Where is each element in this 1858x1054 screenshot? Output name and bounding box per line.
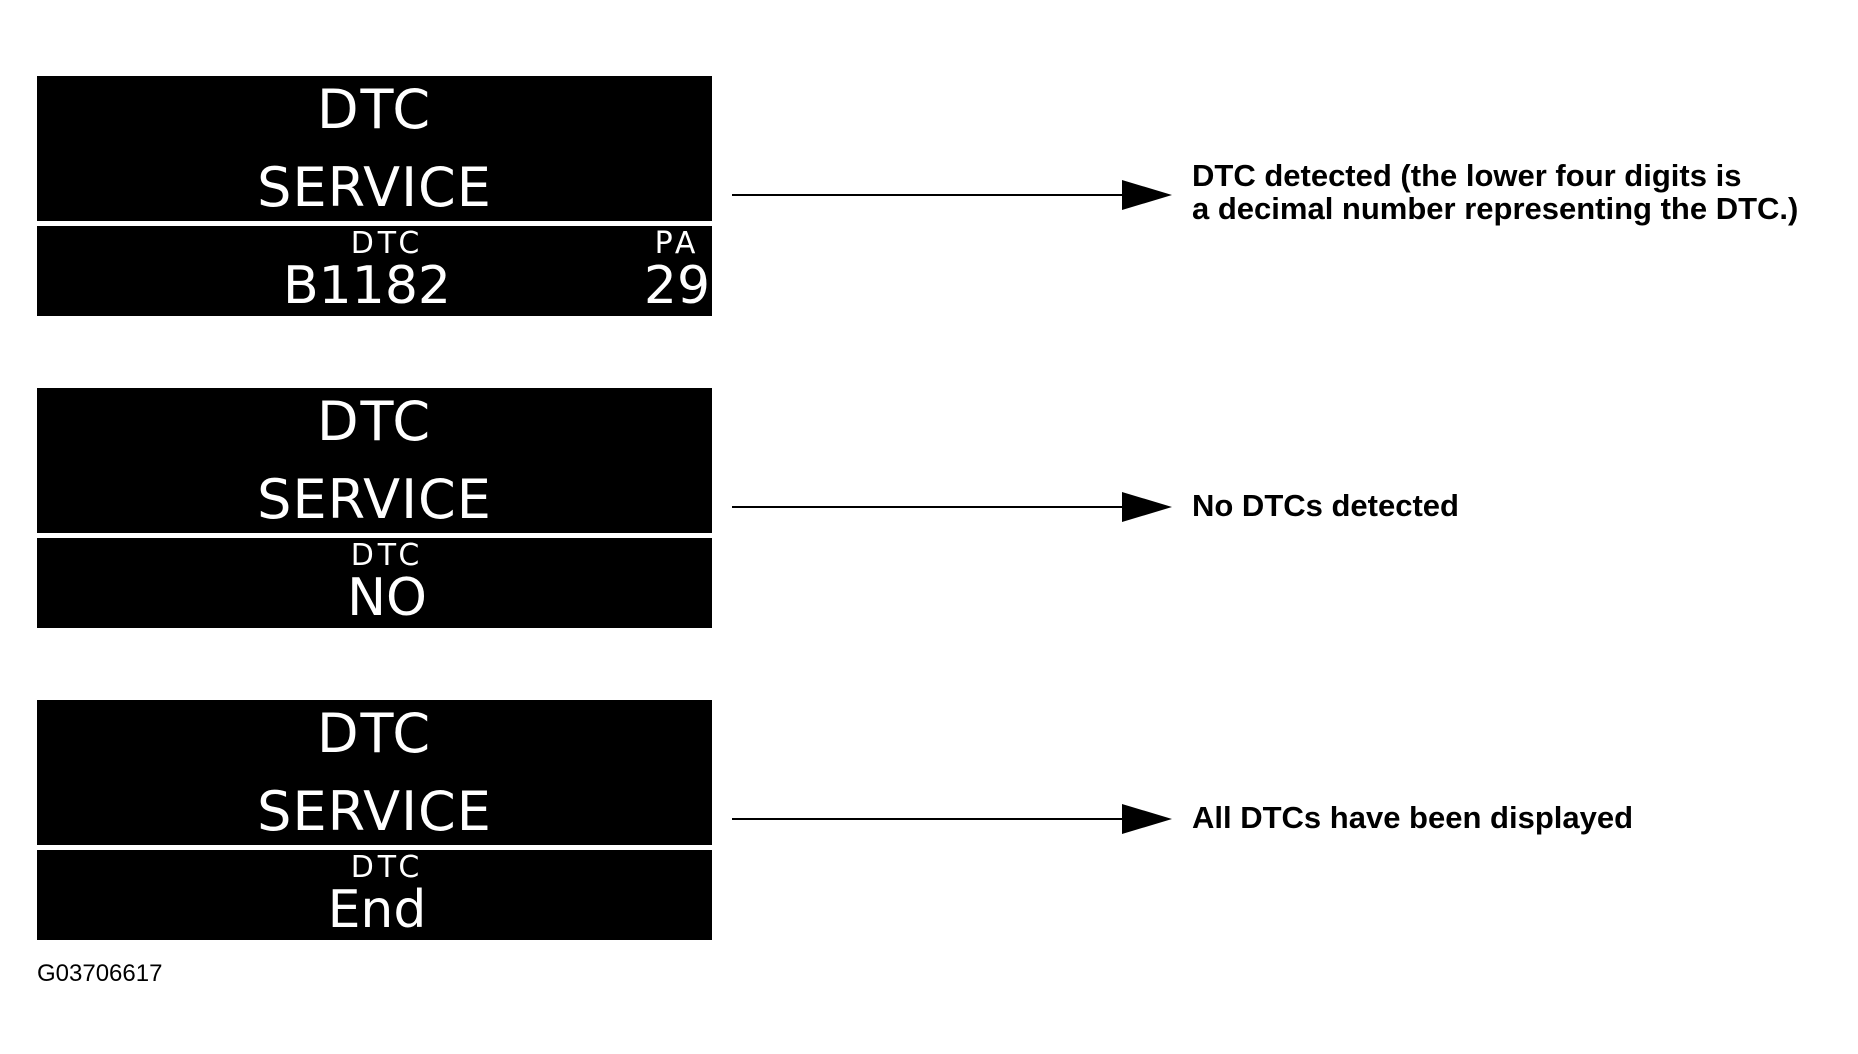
code-value: End xyxy=(327,880,427,940)
description-no-dtc: No DTCs detected xyxy=(1192,489,1459,522)
code-value: NO xyxy=(347,568,427,628)
display-panel-dtc-end: DTC SERVICE DTC End xyxy=(37,700,712,940)
code-label: DTC xyxy=(350,850,424,885)
panel-divider xyxy=(37,533,712,538)
panel-title: DTC xyxy=(316,78,433,141)
display-panel-dtc-detected: DTC SERVICE DTC B1182 PA 29 xyxy=(37,76,712,316)
description-line: All DTCs have been displayed xyxy=(1192,800,1634,835)
panel-divider xyxy=(37,221,712,226)
figure-id: G03706617 xyxy=(37,960,163,987)
panel-title: DTC xyxy=(316,390,433,453)
panel-title: DTC xyxy=(316,702,433,765)
panel-divider xyxy=(37,845,712,850)
arrow-icon xyxy=(732,804,1172,834)
pa-label: PA xyxy=(654,226,700,261)
description-dtc-detected: DTC detected (the lower four digits is a… xyxy=(1192,159,1798,225)
code-label: DTC xyxy=(350,226,424,261)
description-line: a decimal number representing the DTC.) xyxy=(1192,191,1799,226)
code-label: DTC xyxy=(350,538,424,573)
arrow-icon xyxy=(732,492,1172,522)
description-dtc-end: All DTCs have been displayed xyxy=(1192,801,1633,834)
description-line: DTC detected (the lower four digits is xyxy=(1192,158,1742,193)
code-value: B1182 xyxy=(282,256,451,316)
pa-value: 29 xyxy=(643,256,711,316)
description-line: No DTCs detected xyxy=(1192,488,1459,523)
arrow-icon xyxy=(732,180,1172,210)
panel-subtitle: SERVICE xyxy=(257,156,492,219)
panel-subtitle: SERVICE xyxy=(257,468,492,531)
display-panel-no-dtc: DTC SERVICE DTC NO xyxy=(37,388,712,628)
panel-subtitle: SERVICE xyxy=(257,780,492,843)
